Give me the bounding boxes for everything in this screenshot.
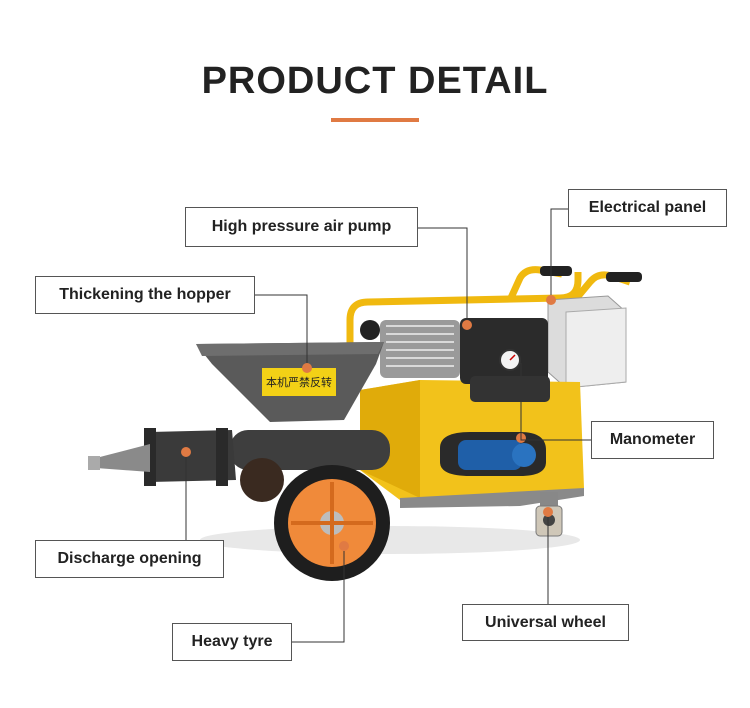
callout-high-pressure-air-pump: High pressure air pump: [185, 207, 418, 247]
page-title: PRODUCT DETAIL: [201, 60, 549, 102]
title-underline: [331, 118, 419, 122]
callout-manometer: Manometer: [591, 421, 714, 459]
callout-heavy-tyre: Heavy tyre: [172, 623, 292, 661]
leader-line-heavy-tyre: [292, 551, 345, 643]
hopper-sticker-text: 本机严禁反转: [266, 375, 332, 389]
callout-thickening-the-hopper: Thickening the hopper: [35, 276, 255, 314]
callout-universal-wheel: Universal wheel: [462, 604, 629, 641]
callout-discharge-opening: Discharge opening: [35, 540, 224, 578]
leader-line-electrical-panel: [550, 208, 568, 295]
leader-line-air-pump: [418, 227, 468, 320]
leader-line-manometer: [520, 363, 591, 441]
callout-electrical-panel: Electrical panel: [568, 189, 727, 227]
leader-line-hopper: [255, 294, 308, 363]
